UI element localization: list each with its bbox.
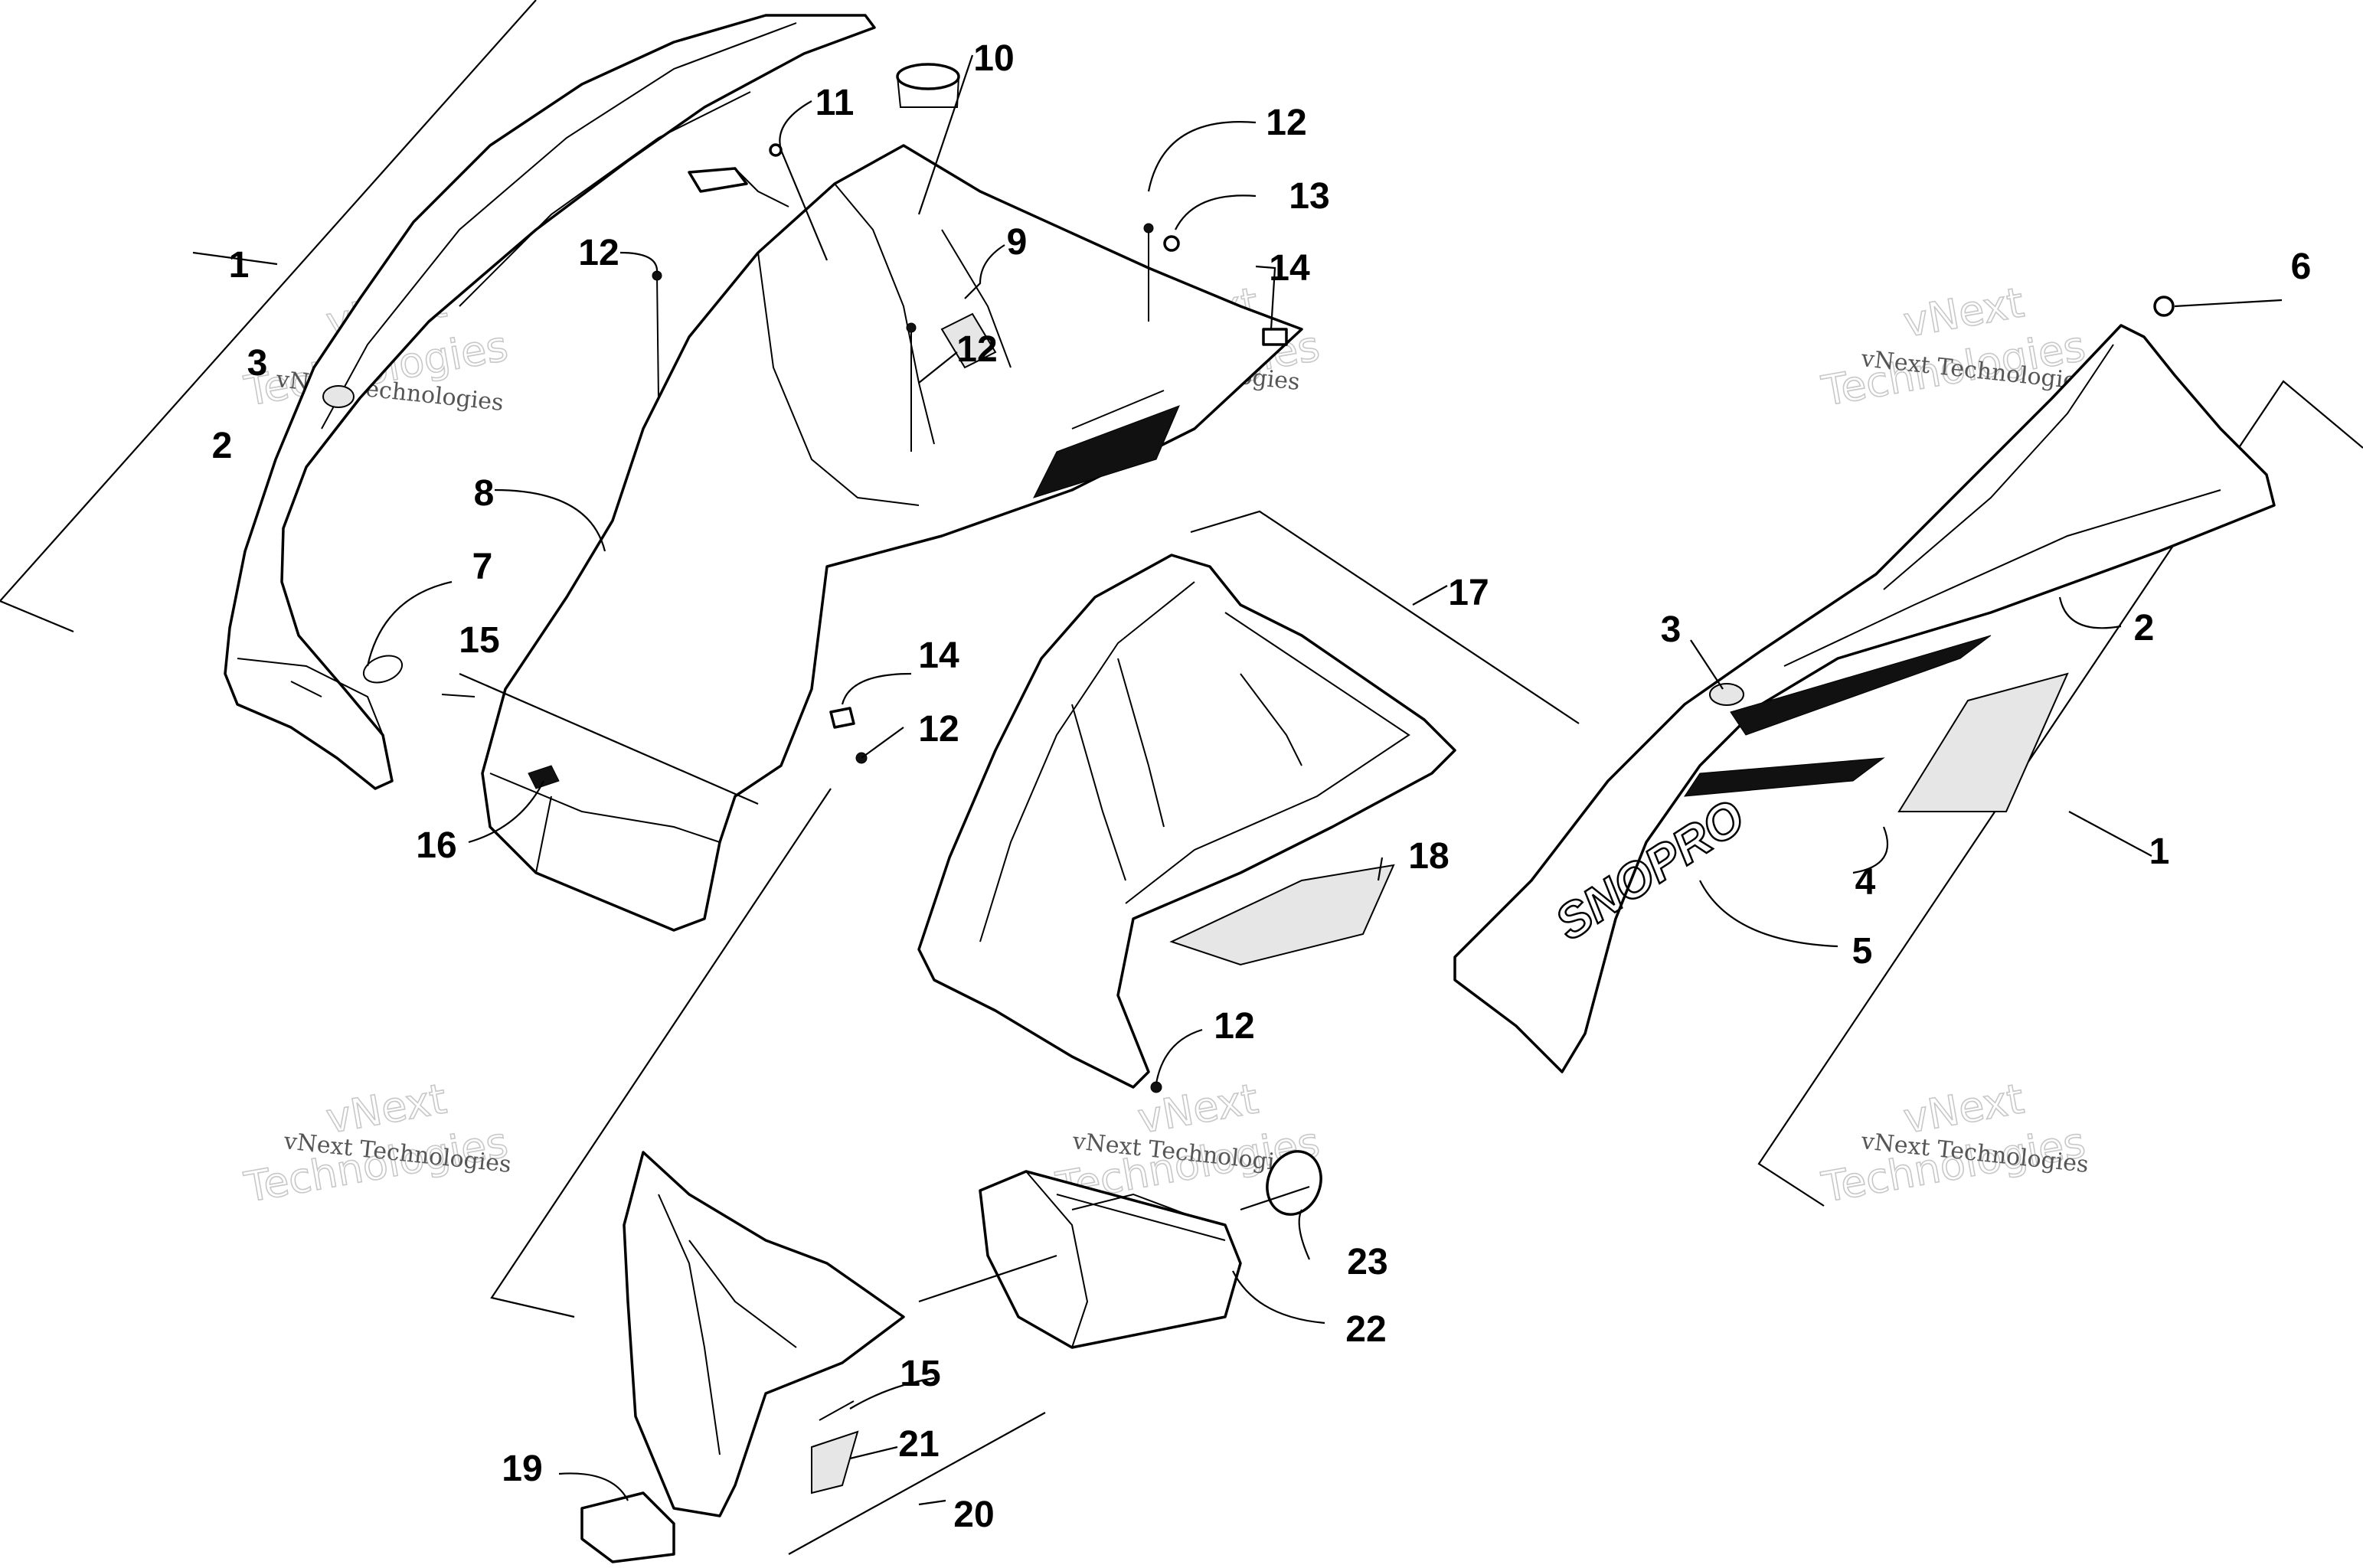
leader-lines: [366, 54, 2283, 1501]
bracket-assembly-20: [490, 788, 1046, 1555]
callout-label: 7: [472, 547, 493, 587]
air-box-foam: [1169, 864, 1395, 966]
callout-label: 10: [973, 38, 1014, 79]
screw: [656, 275, 659, 399]
intake-duct: [979, 1170, 1242, 1349]
side-panel-left: [224, 14, 876, 790]
washer: [1163, 235, 1180, 252]
side-decal: [1897, 672, 2069, 812]
nose-pan-foam: [811, 1430, 859, 1494]
callout-label: 2: [2134, 608, 2155, 648]
callout-label: 18: [1408, 836, 1449, 877]
callout-labels: 1 1 2 2 3 3 4 5 6 7 8 9 10 11 12 12 12 1…: [212, 38, 2312, 1535]
screw: [1150, 1081, 1162, 1093]
callout-label: 1: [229, 245, 250, 286]
grommet-plug: [896, 63, 960, 90]
callout-label: 19: [502, 1449, 542, 1489]
callout-label: 5: [1852, 931, 1873, 972]
bracket: [580, 1491, 675, 1563]
foam-pad-left: [322, 385, 355, 408]
hose-clamp: [1266, 1150, 1322, 1216]
bracket-assembly-1-left: [0, 0, 537, 633]
callout-label: 12: [1266, 103, 1306, 143]
screw-long: [819, 1400, 855, 1421]
callout-label: 12: [918, 709, 959, 750]
callout-label: 17: [1448, 573, 1489, 613]
callout-label: 6: [2291, 247, 2312, 287]
callout-label: 13: [1289, 176, 1329, 217]
decal-stripe-lower: [1684, 757, 1885, 797]
watermark: vNext Technologies: [1818, 278, 2090, 416]
callout-label: 3: [1661, 609, 1682, 650]
foam-insert: [940, 312, 997, 369]
wire-harness: [688, 167, 748, 193]
callout-label: 14: [918, 635, 959, 676]
clip-nut: [829, 707, 855, 729]
clip-nut: [1262, 328, 1288, 346]
callout-label: 12: [956, 329, 997, 370]
grommet-ring: [362, 655, 404, 684]
callout-label: 20: [953, 1494, 994, 1535]
callout-label: 1: [2149, 831, 2170, 872]
foam-strip: [528, 765, 560, 789]
callout-label: 8: [474, 473, 495, 514]
callout-label: 16: [416, 825, 456, 866]
foam-pad-right: [1709, 683, 1744, 706]
callout-label: 4: [1855, 862, 1876, 903]
air-box-assembly: [917, 554, 1456, 1089]
screw: [1143, 223, 1154, 234]
screw-long: [441, 694, 476, 697]
decal-stripe-upper: [1730, 635, 1992, 736]
callout-label: 23: [1347, 1242, 1387, 1282]
callout-label: 2: [212, 426, 233, 466]
push-rivet: [2153, 296, 2175, 317]
bracket-assembly-17: [1190, 510, 1580, 724]
callout-label: 21: [898, 1424, 939, 1465]
callout-label: 12: [578, 233, 619, 273]
nose-pan-assembly: [580, 1151, 905, 1563]
callout-label: 12: [1214, 1006, 1254, 1047]
callout-label: 15: [459, 620, 499, 661]
callout-label: 22: [1345, 1309, 1386, 1350]
callout-label: 11: [815, 83, 855, 123]
callout-label: 3: [247, 343, 268, 384]
callout-label: 9: [1007, 222, 1028, 263]
callout-label: 14: [1269, 248, 1310, 289]
callout-label: 15: [900, 1354, 940, 1394]
screw: [906, 322, 917, 333]
